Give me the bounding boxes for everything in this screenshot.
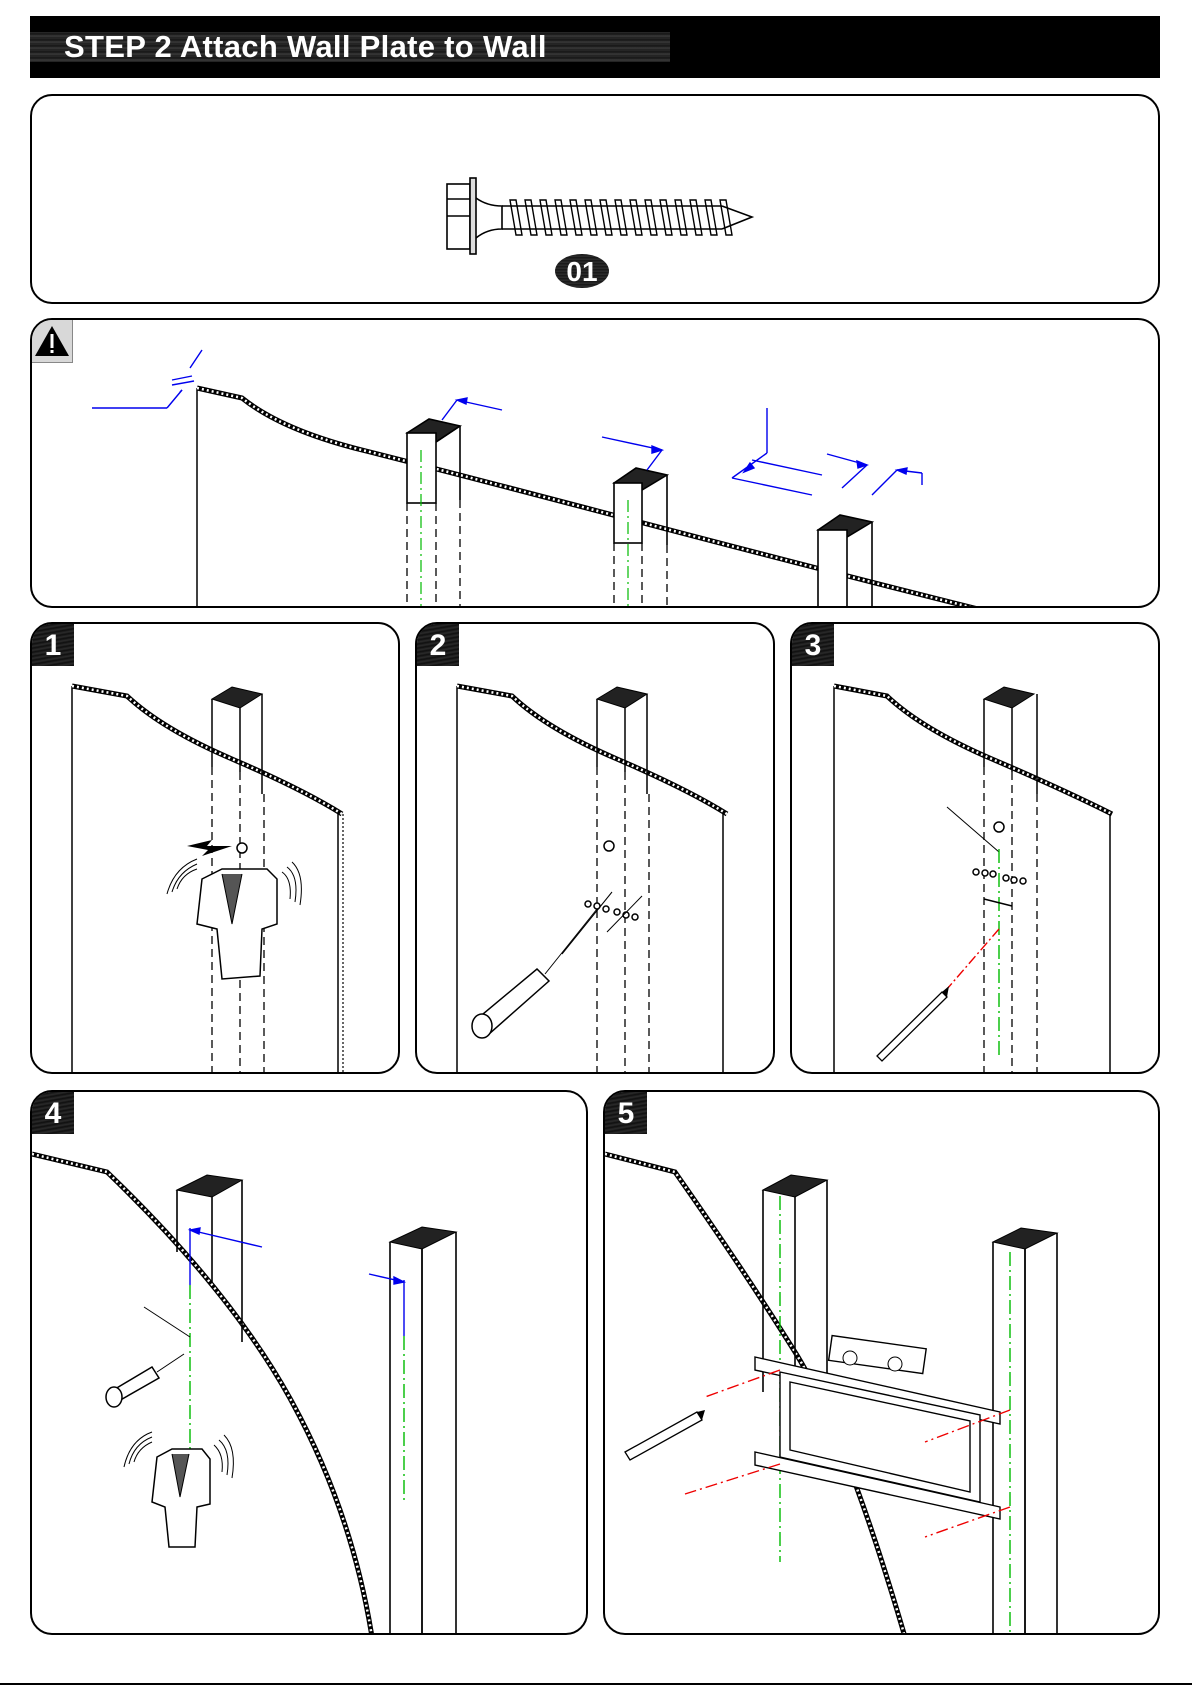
step-title: STEP 2 Attach Wall Plate to Wall (64, 29, 547, 65)
part-label-01: 01 (555, 254, 609, 288)
step-1-panel: 1 (30, 622, 400, 1074)
awl-icon (417, 624, 775, 1074)
wall-plate-icon (605, 1092, 1160, 1635)
parts-panel: 01 (30, 94, 1160, 304)
step-header-banner: STEP 2 Attach Wall Plate to Wall (30, 16, 1160, 78)
stud-finder-icon (32, 1092, 588, 1635)
step-2-panel: 2 (415, 622, 775, 1074)
step-5-panel: 5 (603, 1090, 1160, 1635)
step-3-panel: 3 (790, 622, 1160, 1074)
pencil-icon (792, 624, 1160, 1074)
stud-spacing-panel (30, 318, 1160, 608)
stud-spacing-diagram (32, 320, 1160, 608)
step-4-panel: 4 (30, 1090, 588, 1635)
drywall-edge (197, 388, 982, 608)
stud-3 (818, 530, 847, 608)
stud-finder-icon (32, 624, 400, 1074)
